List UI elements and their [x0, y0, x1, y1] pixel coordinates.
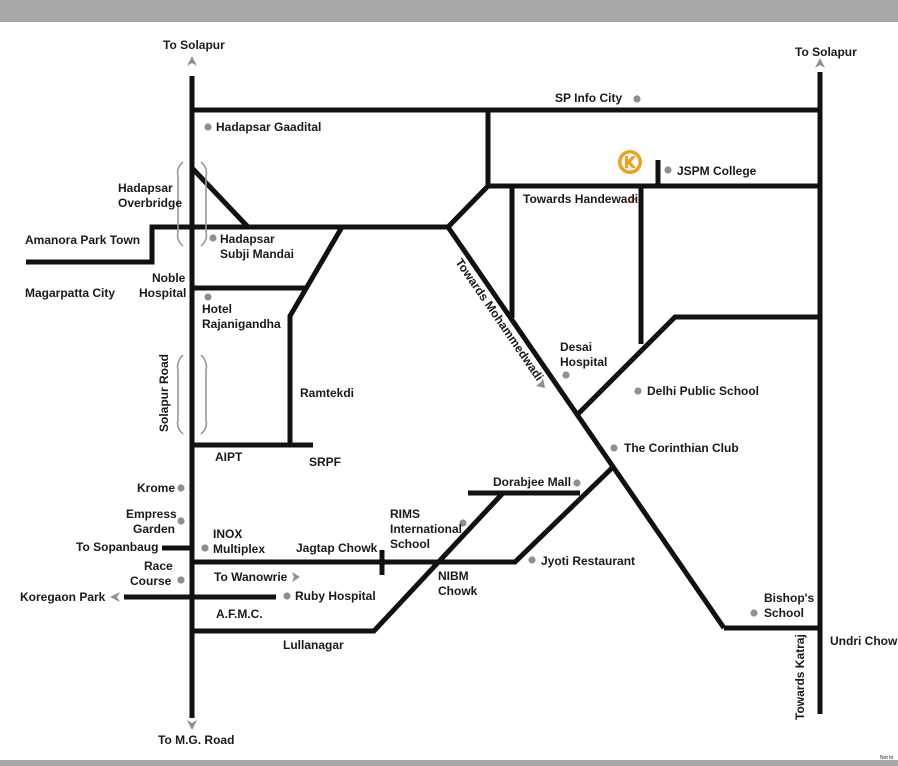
label-afmc: A.F.M.C.	[216, 607, 263, 621]
landmark-dot-icon	[177, 576, 185, 584]
label-to-wanowrie: To Wanowrie	[214, 570, 288, 584]
corner-note: Not to	[880, 755, 894, 761]
label-sp-info-city: SP Info City	[555, 91, 622, 105]
bottom-frame-bar	[0, 760, 898, 766]
label-dorabjee-mall: Dorabjee Mall	[493, 475, 571, 489]
label-desai-hospital: Hospital	[560, 355, 607, 369]
label-hadapsar-overbridge: Hadapsar	[118, 181, 173, 195]
label-hadapsar-subji-mandai: Hadapsar	[220, 232, 275, 246]
label-to-solapur-left: To Solapur	[163, 38, 225, 52]
label-to-solapur-right: To Solapur	[795, 45, 857, 59]
landmark-dot-icon	[750, 609, 758, 617]
landmark-dot-icon	[634, 387, 642, 395]
label-bishops-school: Bishop's	[764, 591, 815, 605]
label-hadapsar-overbridge: Overbridge	[118, 196, 182, 210]
label-desai-hospital: Desai	[560, 340, 592, 354]
label-lullanagar: Lullanagar	[283, 638, 344, 652]
landmark-dot-icon	[204, 293, 212, 301]
label-ruby-hospital: Ruby Hospital	[295, 589, 376, 603]
direction-arrows	[110, 56, 825, 730]
arrow-up-icon	[815, 58, 825, 68]
landmark-dot-icon	[610, 444, 618, 452]
label-noble-hospital: Hospital	[139, 286, 186, 300]
label-undri-chowk: Undri Chowk	[830, 634, 898, 648]
lullanagar-road	[192, 491, 505, 634]
arrow-right-icon	[292, 572, 300, 582]
landmark-dot-icon	[204, 123, 212, 131]
label-jspm-college: JSPM College	[677, 164, 757, 178]
arrow-down-right-icon	[536, 378, 545, 388]
amanora-road	[26, 224, 192, 265]
ramtekdi-road	[287, 225, 345, 446]
dps-road	[576, 314, 820, 416]
landmark-dot-icon	[528, 556, 536, 564]
label-noble-hospital: Noble	[152, 271, 186, 285]
label-solapur-road: Solapur Road	[157, 354, 171, 432]
mohammedwadi-link	[446, 184, 490, 229]
label-jagtap-chowk: Jagtap Chowk	[296, 541, 378, 555]
landmark-dot-icon	[633, 95, 641, 103]
mohammedwadi-road	[445, 225, 727, 630]
label-hotel-rajanigandha: Hotel	[202, 302, 232, 316]
landmark-dot-icon	[177, 484, 185, 492]
label-towards-mohammedwadi: Towards Mohammedwadi	[453, 256, 547, 384]
label-koregaon-park: Koregaon Park	[20, 590, 106, 604]
label-rims: International	[390, 522, 462, 536]
landmark-dot-icon	[177, 517, 185, 525]
roads	[26, 72, 823, 718]
label-hotel-rajanigandha: Rajanigandha	[202, 317, 281, 331]
label-delhi-public-school: Delhi Public School	[647, 384, 759, 398]
label-to-sopanbaug: To Sopanbaug	[76, 540, 158, 554]
label-bishops-school: School	[764, 606, 804, 620]
label-srpf: SRPF	[309, 455, 341, 469]
label-rims: School	[390, 537, 430, 551]
arrow-down-icon	[187, 720, 197, 730]
label-amanora: Amanora Park Town	[25, 233, 140, 247]
label-inox-multiplex: Multiplex	[213, 542, 265, 556]
label-krome: Krome	[137, 481, 175, 495]
overbridge-diagonal	[190, 166, 250, 229]
label-inox-multiplex: INOX	[213, 527, 242, 541]
landmark-dots	[177, 95, 758, 617]
landmark-dot-icon	[573, 479, 581, 487]
top-frame-bar	[0, 0, 898, 22]
label-jyoti-restaurant: Jyoti Restaurant	[541, 554, 635, 568]
arrow-right-icon	[630, 195, 637, 203]
wanowrie-jagtap-road	[192, 466, 614, 565]
label-ramtekdi: Ramtekdi	[300, 386, 354, 400]
landmark-dot-icon	[283, 592, 291, 600]
label-empress-garden: Garden	[133, 522, 175, 536]
arrow-up-icon	[187, 56, 197, 66]
landmark-dot-icon	[664, 166, 672, 174]
overbridge-brackets	[176, 161, 208, 435]
label-hadapsar-gaaditel: Hadapsar Gaadital	[216, 120, 321, 134]
label-towards-handewadi: Towards Handewadi	[523, 192, 638, 206]
label-rims: RIMS	[390, 507, 420, 521]
landmark-dot-icon	[201, 544, 209, 552]
arrow-left-icon	[110, 592, 120, 602]
label-towards-katraj: Towards Katraj	[793, 634, 807, 720]
label-corinthian-club: The Corinthian Club	[624, 441, 739, 455]
map-labels: To Solapur To Solapur SP Info City Hadap…	[20, 38, 898, 761]
label-to-mg-road: To M.G. Road	[158, 733, 234, 747]
label-race-course: Course	[130, 574, 172, 588]
label-aipt: AIPT	[215, 450, 243, 464]
label-magarpatta: Magarpatta City	[25, 286, 115, 300]
label-hadapsar-subji-mandai: Subji Mandai	[220, 247, 294, 261]
label-nibm-chowk: Chowk	[438, 584, 478, 598]
label-empress-garden: Empress	[126, 507, 177, 521]
project-logo-icon	[618, 150, 642, 174]
landmark-dot-icon	[209, 234, 217, 242]
landmark-dot-icon	[562, 371, 570, 379]
label-race-course: Race	[144, 559, 173, 573]
landmark-dot-icon	[459, 519, 467, 527]
label-nibm-chowk: NIBM	[438, 569, 469, 583]
